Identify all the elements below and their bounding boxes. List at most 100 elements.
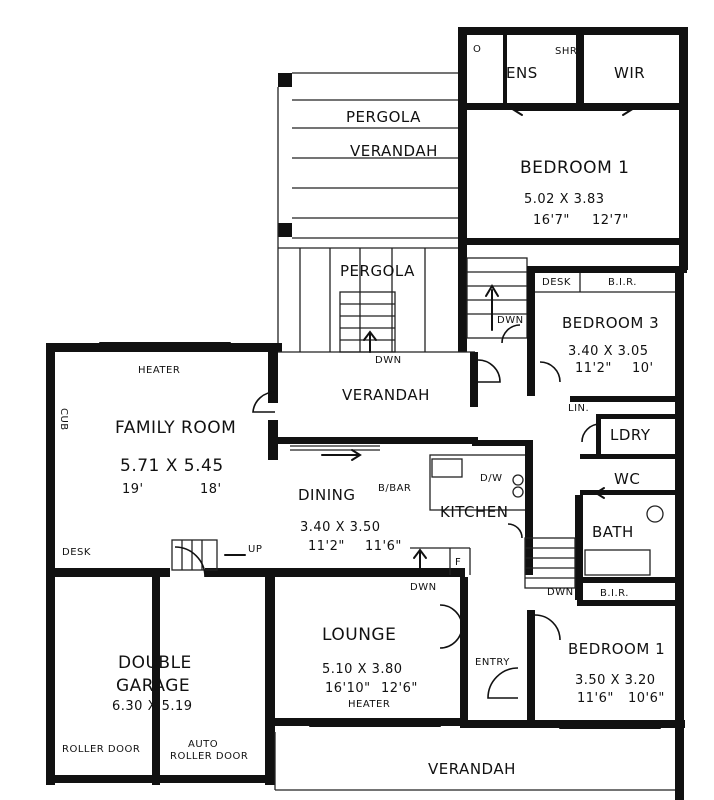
wall [472, 440, 532, 446]
auto-roller-door-line1: AUTO [188, 739, 219, 750]
wall [527, 610, 535, 725]
down-entry-label: DWN [547, 587, 574, 598]
door-swing [252, 391, 276, 413]
lounge-imperial-b: 12'6" [381, 681, 418, 696]
wall [268, 343, 278, 403]
bath-label: BATH [592, 523, 634, 541]
up-label: UP [248, 544, 263, 555]
bedroom1-bottom-imperial-b: 10'6" [628, 691, 665, 706]
desk-top-label: DESK [542, 277, 571, 288]
verandah-mid-label: VERANDAH [342, 386, 430, 404]
family-room-metric: 5.71 X 5.45 [120, 456, 224, 476]
entry-label: ENTRY [475, 657, 510, 668]
door-swing [501, 324, 521, 344]
bedroom1-bottom-imperial-a: 11'6" [577, 691, 614, 706]
wall [460, 720, 685, 728]
wall [576, 35, 584, 105]
verandah-bottom-label: VERANDAH [428, 760, 516, 778]
family-room-imperial-b: 18' [200, 482, 222, 497]
wall [458, 27, 467, 352]
wall [527, 266, 535, 396]
wall [679, 27, 688, 270]
ensuite-label: ENS [506, 64, 538, 82]
dining-imperial-a: 11'2" [308, 539, 345, 554]
down-lounge-label: DWN [410, 582, 437, 593]
verandah-top-label: VERANDAH [350, 142, 438, 160]
wall [46, 343, 55, 785]
bedroom3-metric: 3.40 X 3.05 [568, 344, 649, 359]
bedroom3-imperial-b: 10' [632, 361, 654, 376]
door-swing [534, 614, 561, 641]
wall [570, 396, 675, 402]
door-swing [477, 359, 501, 383]
wall [467, 103, 687, 110]
dining-name: DINING [298, 486, 356, 504]
door-swing [539, 361, 561, 383]
wall [55, 568, 170, 577]
desk-family-label: DESK [62, 547, 91, 558]
heater-family-label: HEATER [138, 365, 181, 376]
heater-lounge-label: HEATER [348, 699, 391, 710]
pergola-post [278, 73, 292, 87]
bedroom3-imperial-a: 11'2" [575, 361, 612, 376]
wall [575, 495, 583, 600]
dining-metric: 3.40 X 3.50 [300, 520, 381, 535]
lounge-imperial-a: 16'10" [325, 681, 371, 696]
wall [470, 352, 478, 407]
pergola-top-label: PERGOLA [346, 108, 421, 126]
wall [525, 440, 533, 575]
wall [527, 266, 687, 273]
door-swing [487, 667, 519, 699]
shower-label: SHR [555, 46, 578, 57]
family-room-imperial-a: 19' [122, 482, 144, 497]
down-stair-label: DWN [497, 315, 524, 326]
pergola-mid-label: PERGOLA [340, 262, 415, 280]
wall [275, 718, 465, 726]
bir-top-label: B.I.R. [608, 277, 637, 288]
door-swing [507, 523, 523, 539]
roller-door-label: ROLLER DOOR [62, 744, 141, 755]
bedroom1-top-imperial-b: 12'7" [592, 213, 629, 228]
bir-bottom-label: B.I.R. [600, 588, 629, 599]
lounge-name: LOUNGE [322, 625, 397, 645]
wall [278, 437, 478, 444]
bar-label: B/BAR [378, 483, 412, 494]
wall [503, 35, 507, 103]
wall [460, 577, 468, 727]
fridge-marker: F [455, 557, 462, 568]
bedroom1-top-metric: 5.02 X 3.83 [524, 192, 605, 207]
door-swing [581, 423, 601, 443]
bedroom1-bottom-metric: 3.50 X 3.20 [575, 673, 656, 688]
lounge-metric: 5.10 X 3.80 [322, 662, 403, 677]
kitchen-label: KITCHEN [440, 503, 509, 521]
family-room-name: FAMILY ROOM [115, 418, 237, 438]
dining-imperial-b: 11'6" [365, 539, 402, 554]
wall [580, 454, 675, 459]
bedroom1-top-name: BEDROOM 1 [520, 158, 630, 178]
laundry-label: LDRY [610, 426, 651, 444]
wall [596, 414, 601, 454]
wall [583, 577, 675, 583]
pergola-post [278, 223, 292, 237]
wall [46, 343, 282, 352]
garage-name-line1: DOUBLE [118, 653, 192, 673]
wall [458, 27, 687, 35]
wall [265, 577, 275, 785]
auto-roller-door-line2: ROLLER DOOR [170, 751, 249, 762]
linen-label: LIN. [568, 403, 590, 414]
closet-marker: O [473, 44, 482, 55]
cupboard-label: CUB [58, 408, 69, 431]
door-swing [439, 625, 463, 649]
wall [596, 414, 675, 419]
walk-in-robe-label: WIR [614, 64, 646, 82]
wall [268, 420, 278, 460]
wall [46, 775, 275, 783]
wall [577, 600, 675, 606]
wall [675, 266, 684, 800]
bedroom3-name: BEDROOM 3 [562, 314, 660, 332]
bedroom1-bottom-name: BEDROOM 1 [568, 640, 666, 658]
door-swing [174, 546, 206, 578]
garage-metric: 6.30 X 5.19 [112, 699, 193, 714]
bedroom1-top-imperial-a: 16'7" [533, 213, 570, 228]
